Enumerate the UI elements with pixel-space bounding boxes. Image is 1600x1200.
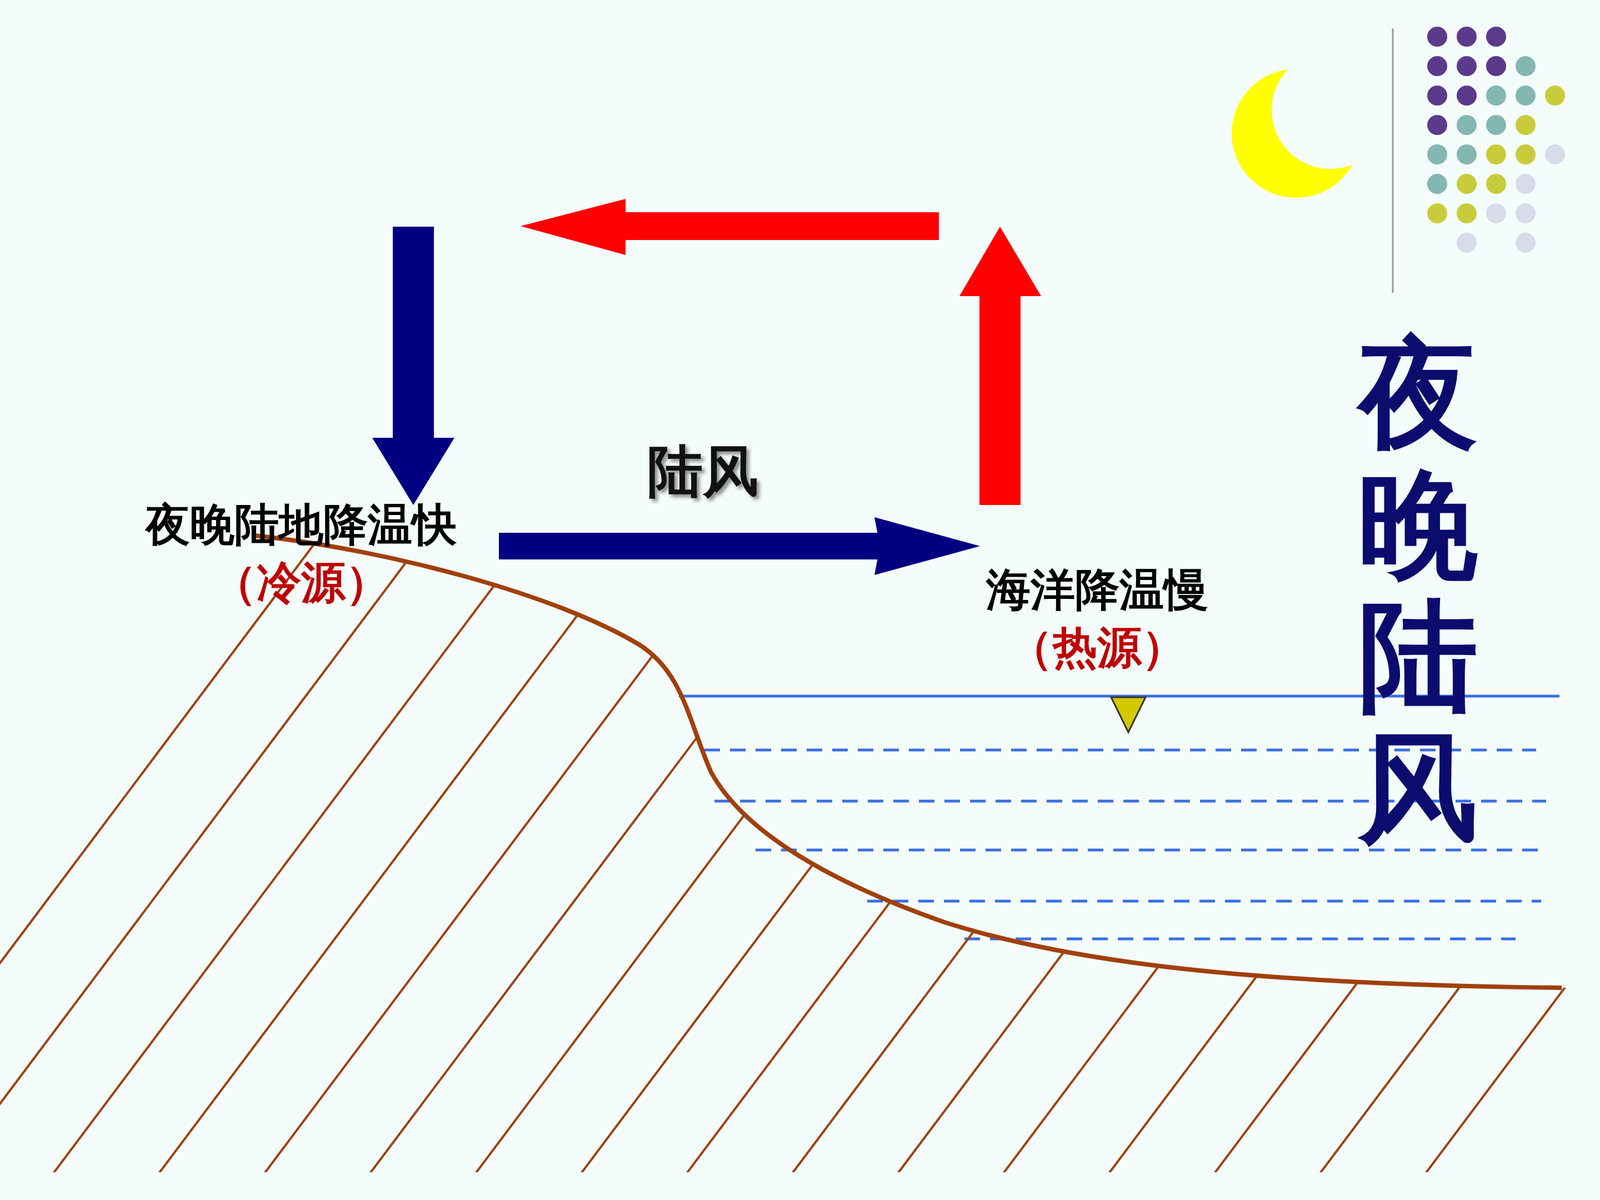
hatch-stroke bbox=[77, 88, 1078, 1200]
dot bbox=[1515, 56, 1536, 77]
moon bbox=[1231, 51, 1390, 198]
dot bbox=[1456, 56, 1477, 77]
rising-arrow bbox=[959, 226, 1042, 505]
dot bbox=[1427, 115, 1448, 135]
dot bbox=[1486, 203, 1507, 224]
hatch-stroke bbox=[0, 88, 973, 1200]
hatch-stroke bbox=[288, 88, 1289, 1200]
wind-arrow bbox=[498, 517, 980, 575]
dot bbox=[1427, 85, 1448, 106]
dot bbox=[1456, 144, 1477, 165]
dot bbox=[1456, 232, 1477, 253]
text-block: 夜晚陆地降温快（冷源） bbox=[142, 496, 460, 612]
dot bbox=[1486, 144, 1507, 165]
hatch-stroke bbox=[605, 88, 1600, 1200]
dot bbox=[1456, 115, 1477, 135]
hatch-stroke bbox=[500, 88, 1500, 1200]
dot bbox=[1486, 26, 1507, 47]
vertical-title: 夜晚陆风 bbox=[1358, 327, 1478, 854]
dot bbox=[1515, 232, 1536, 253]
sinking-arrow bbox=[372, 226, 455, 505]
dot bbox=[1486, 115, 1507, 135]
dot bbox=[1456, 173, 1477, 194]
dot bbox=[1427, 203, 1448, 224]
hatch-stroke bbox=[0, 88, 656, 1200]
upper-return-arrow bbox=[520, 198, 939, 255]
dot bbox=[1515, 144, 1536, 165]
water-level-marker bbox=[1111, 697, 1146, 733]
dot bbox=[1545, 144, 1565, 165]
arrow-shaft bbox=[498, 532, 880, 560]
dot bbox=[1515, 115, 1536, 135]
heading-text: 夜晚陆地降温快 bbox=[142, 496, 460, 554]
divider-line bbox=[1392, 28, 1394, 293]
hatch-stroke bbox=[1238, 88, 1600, 1200]
hatch-stroke bbox=[816, 88, 1600, 1200]
dot bbox=[1456, 26, 1477, 47]
dot-grid bbox=[1427, 26, 1565, 253]
hatch-stroke bbox=[394, 88, 1395, 1200]
dot bbox=[1545, 85, 1565, 106]
dot bbox=[1515, 85, 1536, 106]
hatch-stroke bbox=[711, 88, 1600, 1200]
source-label: （冷源） bbox=[142, 553, 460, 612]
hatch-stroke bbox=[0, 88, 867, 1200]
dot bbox=[1427, 144, 1448, 165]
dot bbox=[1456, 203, 1477, 224]
land-hatching bbox=[0, 88, 1600, 1200]
dot bbox=[1427, 26, 1448, 47]
hatch-stroke bbox=[922, 88, 1600, 1200]
dot bbox=[1456, 85, 1477, 106]
text-block: 海洋降温慢（热源） bbox=[982, 561, 1212, 677]
dot bbox=[1427, 56, 1448, 77]
edge-label: 陆风 bbox=[647, 435, 759, 510]
dot bbox=[1486, 85, 1507, 106]
dot bbox=[1515, 173, 1536, 194]
dot bbox=[1427, 173, 1448, 194]
arrow-head bbox=[874, 517, 980, 575]
dot bbox=[1515, 203, 1536, 224]
dot bbox=[1486, 56, 1507, 77]
dot bbox=[1486, 173, 1507, 194]
hatch-stroke bbox=[0, 88, 762, 1200]
source-label: （热源） bbox=[982, 618, 1212, 677]
heading-text: 海洋降温慢 bbox=[982, 561, 1212, 619]
